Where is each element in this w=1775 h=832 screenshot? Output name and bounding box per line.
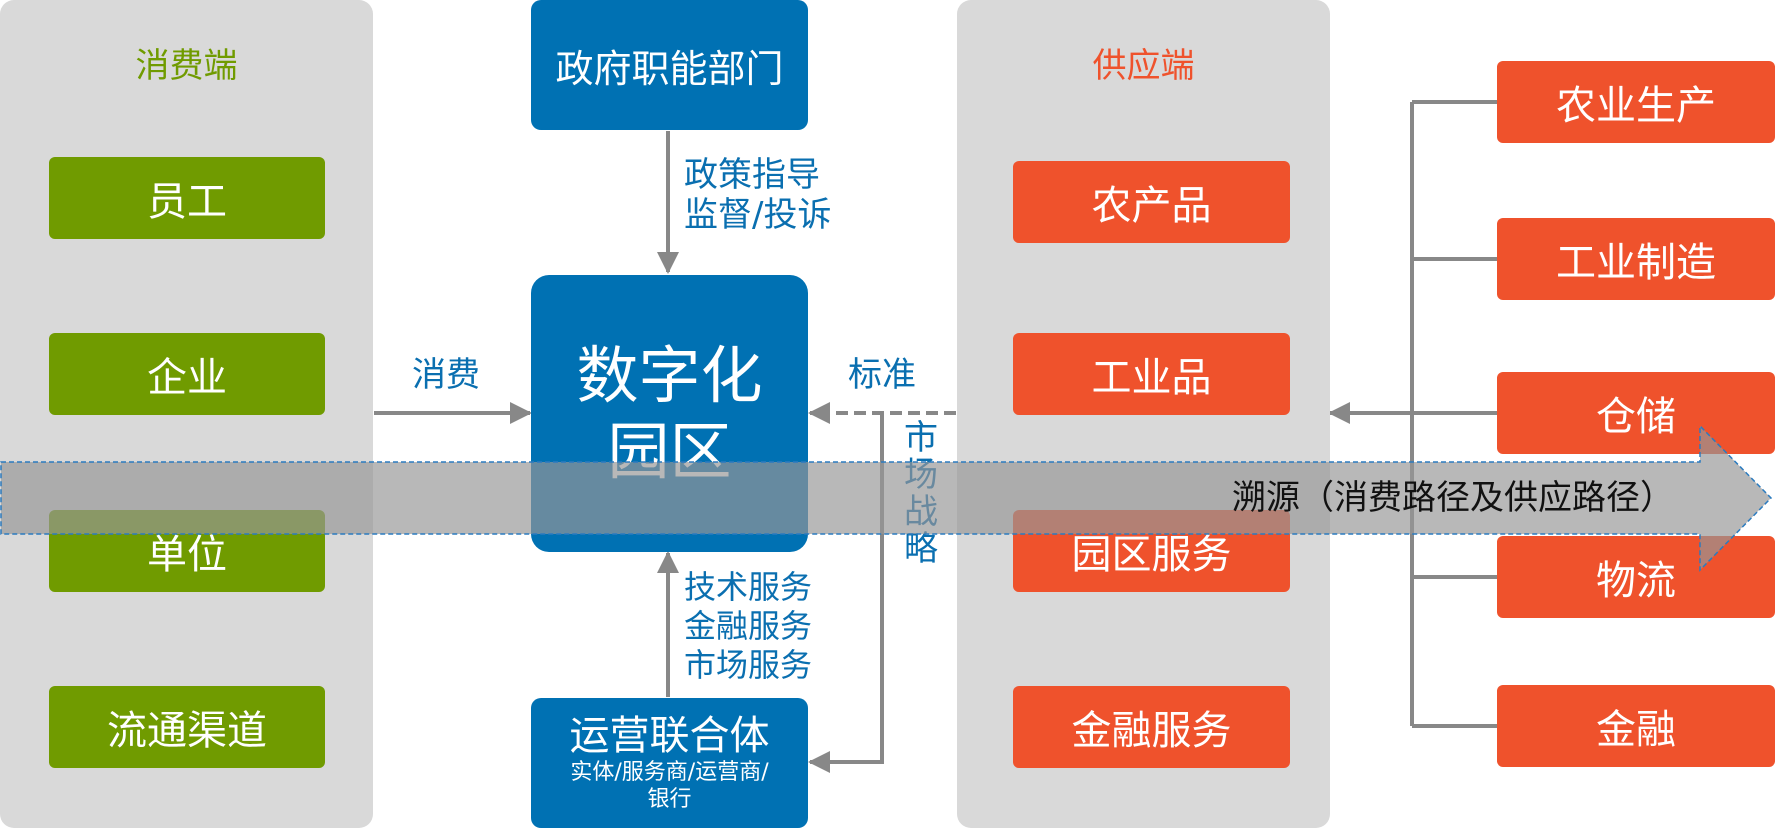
operator-title: 运营联合体 — [569, 713, 770, 759]
industry-logistics: 物流 — [1497, 536, 1775, 618]
consumer-panel-title: 消费端 — [135, 46, 238, 86]
policy-label-line2: 监督/投诉 — [684, 195, 832, 235]
government-box: 政府职能部门 — [531, 0, 808, 130]
services-label: 技术服务 金融服务 市场服务 — [684, 568, 812, 685]
market-strategy-char-4: 略 — [904, 529, 938, 569]
service-tech: 技术服务 — [684, 568, 813, 606]
market-strategy-char-1: 市 — [904, 418, 938, 458]
service-market: 市场服务 — [684, 646, 813, 684]
supplier-item-industrial-products: 工业品 — [1013, 333, 1290, 415]
policy-label: 政策指导 监督/投诉 — [684, 155, 831, 235]
trace-label: 溯源（消费路径及供应路径） — [1232, 478, 1674, 518]
operator-subtitle-1: 实体/服务商/运营商/ — [570, 760, 769, 785]
industry-finance: 金融 — [1497, 685, 1775, 767]
consumer-item-channels: 流通渠道 — [49, 686, 325, 768]
policy-label-line1: 政策指导 — [684, 155, 820, 195]
consumer-item-enterprise: 企业 — [49, 333, 325, 415]
supplier-panel-title: 供应端 — [1092, 46, 1195, 86]
trace-arrow-shape — [0, 424, 1773, 572]
digital-park-line1: 数字化 — [576, 338, 763, 412]
supplier-item-financial-services: 金融服务 — [1013, 686, 1290, 768]
consume-label: 消费 — [412, 355, 480, 395]
service-finance: 金融服务 — [684, 607, 813, 645]
industry-warehousing: 仓储 — [1497, 372, 1775, 454]
industry-agriculture: 农业生产 — [1497, 61, 1775, 143]
operator-subtitle-2: 银行 — [647, 787, 692, 812]
operator-box: 运营联合体 实体/服务商/运营商/ 银行 — [531, 698, 808, 828]
standard-label: 标准 — [848, 355, 916, 395]
consumer-item-employee: 员工 — [49, 157, 325, 239]
industry-manufacturing: 工业制造 — [1497, 218, 1775, 300]
supplier-item-agri-products: 农产品 — [1013, 161, 1290, 243]
